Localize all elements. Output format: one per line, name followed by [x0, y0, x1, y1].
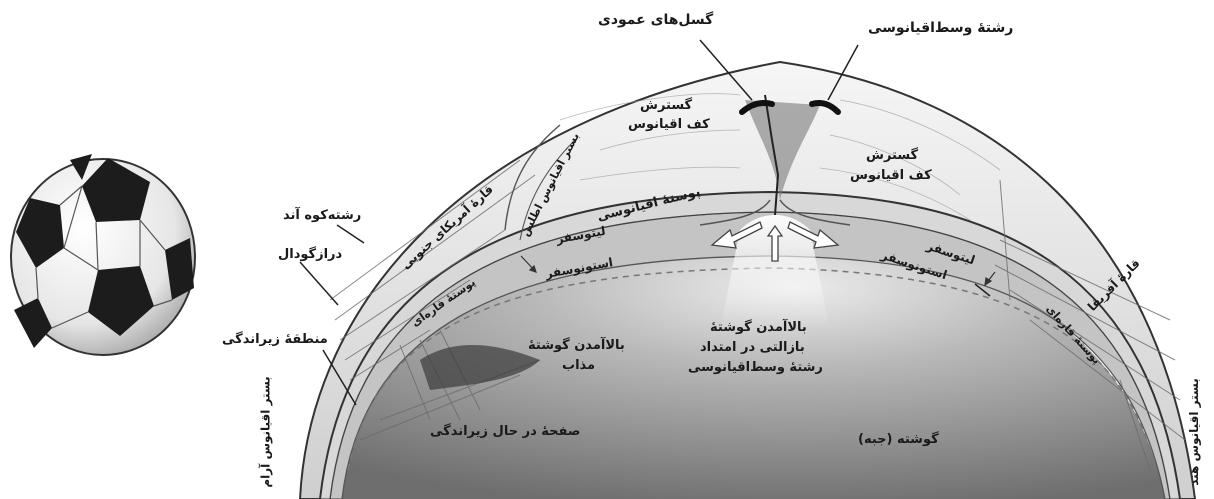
label-subduction-zone: منطقهٔ زیراندگی	[222, 332, 328, 347]
label-basalt-rise-2: بازالتی در امتداد	[700, 340, 805, 355]
label-seafloor-spreading-left-2: کف اقیانوس	[628, 117, 710, 132]
label-basalt-rise-3: رشتهٔ وسط‌اقیانوسی	[688, 360, 823, 375]
label-basalt-rise-1: بالاآمدن گوشتهٔ	[710, 320, 807, 335]
label-vertical-faults: گسل‌های عمودی	[598, 12, 713, 28]
label-seafloor-spreading-right-1: گسترش	[866, 148, 918, 163]
label-andes-range: رشته‌کوه آند	[283, 208, 361, 223]
soccer-ball	[11, 154, 195, 355]
label-seafloor-spreading-right-2: کف اقیانوس	[850, 168, 932, 183]
label-seafloor-spreading-left-1: گسترش	[640, 98, 692, 113]
label-trench: درازگودال	[278, 247, 342, 262]
label-magma-rise-1: بالاآمدن گوشتهٔ	[528, 338, 625, 353]
label-magma-rise-2: مذاب	[562, 358, 595, 373]
label-mantle: گوشته (جبه)	[858, 432, 939, 447]
label-subducting-plate: صفحهٔ در حال زیراندگی	[430, 424, 580, 439]
label-mid-ocean-ridge: رشتهٔ وسط‌اقیانوسی	[868, 20, 1013, 36]
label-indian-floor: بستر اقیانوس هند	[1187, 378, 1201, 486]
label-pacific-floor: بستر اقیانوس آرام	[259, 376, 273, 487]
